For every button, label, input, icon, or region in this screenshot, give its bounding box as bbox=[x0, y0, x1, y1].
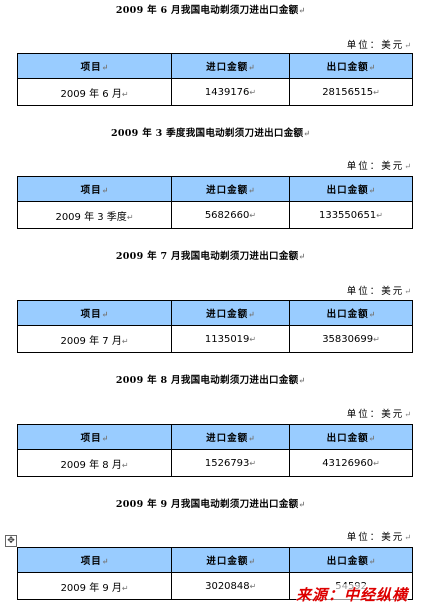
header-item: 项目↵ bbox=[16, 53, 173, 79]
cell-import: 1135019↵ bbox=[171, 325, 290, 353]
data-table: 项目↵ 进口金额↵ 出口金额↵ 2009 年 6 月↵ 1439176↵ 281… bbox=[16, 53, 414, 106]
table-header-row: 项目↵ 进口金额↵ 出口金额↵ bbox=[16, 424, 414, 450]
unit-label: 单位：美元↵ bbox=[346, 40, 411, 51]
table-header-row: 项目↵ 进口金额↵ 出口金额↵ bbox=[16, 53, 414, 79]
header-import: 进口金额↵ bbox=[170, 176, 290, 202]
cell-import: 5682660↵ bbox=[170, 201, 290, 229]
cell-item: 2009 年 7 月↵ bbox=[16, 325, 173, 353]
header-import: 进口金额↵ bbox=[171, 53, 290, 79]
cell-item: 2009 年 9 月↵ bbox=[16, 572, 173, 600]
header-export: 出口金额↵ bbox=[289, 547, 413, 573]
header-item: 项目↵ bbox=[17, 176, 172, 202]
header-import: 进口金额↵ bbox=[171, 424, 290, 450]
header-export: 出口金额↵ bbox=[288, 300, 414, 326]
table-row: 2009 年 6 月↵ 1439176↵ 28156515↵ bbox=[16, 78, 414, 106]
source-watermark: 来源：中经纵横 bbox=[296, 584, 409, 605]
unit-label: 单位：美元↵ bbox=[346, 532, 411, 543]
section-title: 2009 年 8 月我国电动剃须刀进出口金额↵ bbox=[115, 375, 306, 386]
unit-label: 单位：美元↵ bbox=[346, 286, 411, 297]
cell-item: 2009 年 6 月↵ bbox=[16, 78, 173, 106]
cell-import: 1439176↵ bbox=[171, 78, 290, 106]
table-header-row: 项目↵ 进口金额↵ 出口金额↵ bbox=[17, 176, 414, 202]
header-export: 出口金额↵ bbox=[288, 176, 414, 202]
unit-label: 单位：美元↵ bbox=[346, 161, 411, 172]
header-item: 项目↵ bbox=[16, 547, 173, 573]
cell-export: 133550651↵ bbox=[288, 201, 414, 229]
table-row: 2009 年 8 月↵ 1526793↵ 43126960↵ bbox=[16, 449, 414, 477]
cell-export: 35830699↵ bbox=[288, 325, 414, 353]
data-table: 项目↵ 进口金额↵ 出口金额↵ 2009 年 7 月↵ 1135019↵ 358… bbox=[16, 300, 414, 353]
cell-export: 43126960↵ bbox=[288, 449, 414, 477]
data-table: 项目↵ 进口金额↵ 出口金额↵ 2009 年 8 月↵ 1526793↵ 431… bbox=[16, 424, 414, 477]
data-table: 项目↵ 进口金额↵ 出口金额↵ 2009 年 3 季度↵ 5682660↵ 13… bbox=[17, 176, 414, 229]
header-export: 出口金额↵ bbox=[288, 424, 414, 450]
cell-export: 28156515↵ bbox=[288, 78, 414, 106]
cell-item: 2009 年 3 季度↵ bbox=[17, 201, 172, 229]
cell-import: 1526793↵ bbox=[171, 449, 290, 477]
section-title: 2009 年 7 月我国电动剃须刀进出口金额↵ bbox=[115, 251, 306, 262]
unit-label: 单位：美元↵ bbox=[346, 409, 411, 420]
header-export: 出口金额↵ bbox=[288, 53, 414, 79]
table-header-row: 项目↵ 进口金额↵ 出口金额↵ bbox=[16, 300, 414, 326]
table-header-row: 项目↵ 进口金额↵ 出口金额↵ bbox=[16, 547, 413, 573]
table-row: 2009 年 7 月↵ 1135019↵ 35830699↵ bbox=[16, 325, 414, 353]
cell-item: 2009 年 8 月↵ bbox=[16, 449, 173, 477]
section-title: 2009 年 3 季度我国电动剃须刀进出口金额↵ bbox=[110, 128, 311, 139]
move-handle-icon[interactable]: ✥ bbox=[5, 535, 17, 547]
header-item: 项目↵ bbox=[16, 300, 173, 326]
section-title: 2009 年 6 月我国电动剃须刀进出口金额↵ bbox=[115, 5, 306, 16]
section-title: 2009 年 9 月我国电动剃须刀进出口金额↵ bbox=[115, 499, 306, 510]
header-import: 进口金额↵ bbox=[171, 300, 290, 326]
header-import: 进口金额↵ bbox=[171, 547, 291, 573]
header-item: 项目↵ bbox=[16, 424, 173, 450]
cell-import: 3020848↵ bbox=[171, 572, 291, 600]
table-row: 2009 年 3 季度↵ 5682660↵ 133550651↵ bbox=[17, 201, 414, 229]
